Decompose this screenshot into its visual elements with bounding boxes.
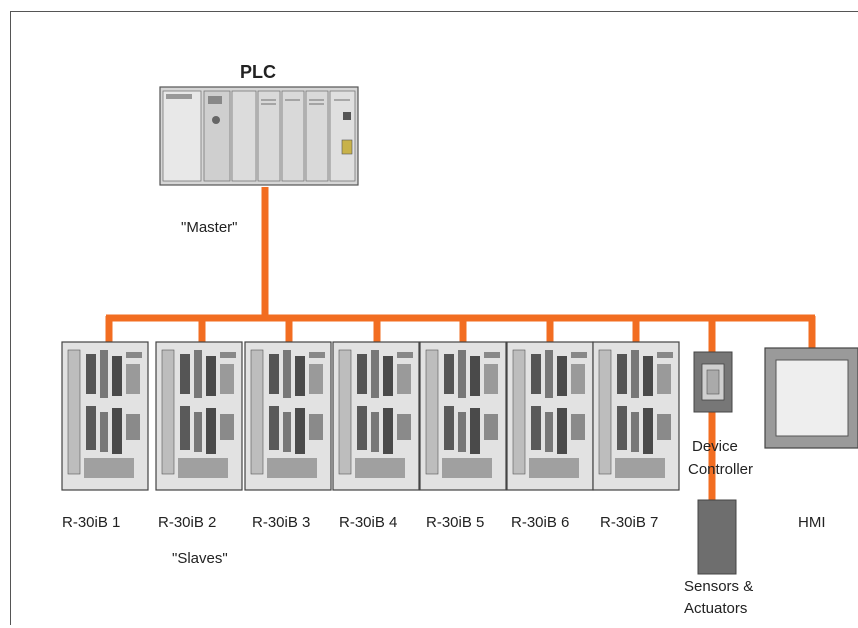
hmi-label: HMI [798,514,826,531]
sensors-label-line2: Actuators [684,600,748,617]
device-controller-label-line2: Controller [688,461,754,478]
robot-label-7: R-30iB 7 [600,514,659,531]
bus-network [105,187,816,500]
robot-cabinet-1 [61,341,149,491]
robot-label-4: R-30iB 4 [339,514,398,531]
robot-label-2: R-30iB 2 [158,514,217,531]
device-controller-label-line1: Device [692,438,738,455]
sensors-label-line1: Sensors & [684,578,754,595]
robot-label-6: R-30iB 6 [511,514,570,531]
slaves-label: "Slaves" [172,550,228,567]
robot-cabinet-7 [592,341,680,491]
robot-cabinets [61,341,680,491]
robot-cabinet-6 [506,341,594,491]
robot-cabinet-4 [332,341,420,491]
robot-label-5: R-30iB 5 [426,514,485,531]
sensors-actuators-box [697,499,737,575]
robot-cabinet-3 [244,341,332,491]
robot-cabinet-5 [419,341,507,491]
device-controller-box [693,351,733,413]
plc-rack [159,86,359,186]
robot-cabinet-2 [155,341,243,491]
plc-title: PLC [240,62,276,82]
hmi-panel [764,347,858,449]
diagram-frame [10,11,858,625]
robot-label-3: R-30iB 3 [252,514,311,531]
master-label: "Master" [181,219,238,236]
robot-label-1: R-30iB 1 [62,514,121,531]
